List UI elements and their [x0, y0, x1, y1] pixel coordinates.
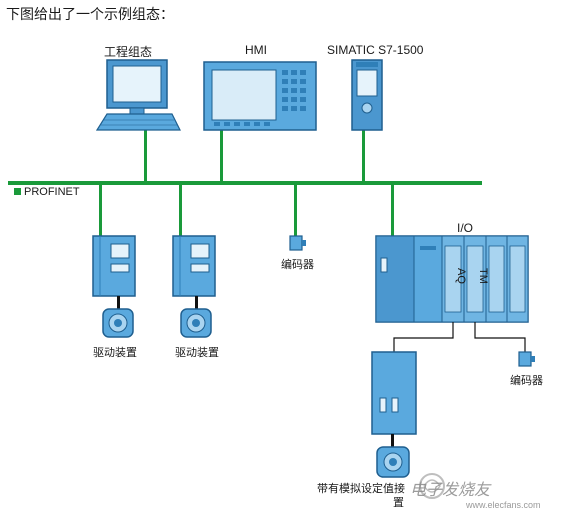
- encoder1-drop: [294, 184, 297, 236]
- encoder-2-icon: [518, 351, 535, 367]
- watermark-text: 电子发烧友: [410, 480, 491, 499]
- plc-icon: [351, 59, 383, 131]
- profinet-bus: [8, 181, 482, 185]
- drive-2-label: 驱动装置: [175, 346, 219, 359]
- eng-drop: [144, 130, 147, 182]
- caption: 下图给出了一个示例组态：: [6, 7, 174, 23]
- hmi-panel-icon: [203, 61, 317, 131]
- io-drop: [391, 184, 394, 236]
- drive-3-label-line1: 带有模拟设定值接: [317, 482, 405, 495]
- drive2-cable: [195, 296, 198, 310]
- motor-3-icon: [376, 446, 410, 478]
- drive-unit-2-icon: [172, 235, 216, 297]
- io-label: I/O: [457, 221, 474, 235]
- drive-1-label: 驱动装置: [93, 346, 137, 359]
- hmi-drop: [220, 130, 223, 182]
- encoder-1-label: 编码器: [281, 258, 314, 271]
- plc-drop: [362, 130, 365, 182]
- motor-2-icon: [180, 308, 212, 338]
- encoder-1-icon: [289, 235, 306, 251]
- encoder-2-label: 编码器: [510, 374, 543, 387]
- profinet-label: PROFINET: [24, 186, 80, 198]
- profinet-marker: [14, 188, 21, 195]
- drive-unit-3-icon: [371, 351, 417, 435]
- engineering-label: 工程组态: [104, 45, 153, 59]
- io-to-drive3-line: [393, 322, 454, 352]
- plc-label: SIMATIC S7-1500: [327, 43, 424, 57]
- io-station-icon: AQ TM: [375, 235, 529, 323]
- io-module-aq: AQ: [455, 268, 467, 284]
- watermark-url: www.elecfans.com: [466, 500, 541, 510]
- drive3-cable: [391, 434, 394, 448]
- watermark-logo: [419, 473, 445, 499]
- drive1-cable: [117, 296, 120, 310]
- drive2-drop: [179, 184, 182, 236]
- io-module-tm: TM: [477, 268, 489, 284]
- motor-1-icon: [102, 308, 134, 338]
- io-to-encoder2-line: [474, 322, 526, 352]
- engineering-pc-icon: [95, 59, 181, 131]
- hmi-label: HMI: [245, 43, 267, 57]
- drive-3-label-line2: 置: [393, 496, 404, 509]
- drive1-drop: [99, 184, 102, 236]
- drive-3-label: 带有模拟设定值接 置: [317, 482, 477, 510]
- drive-unit-1-icon: [92, 235, 136, 297]
